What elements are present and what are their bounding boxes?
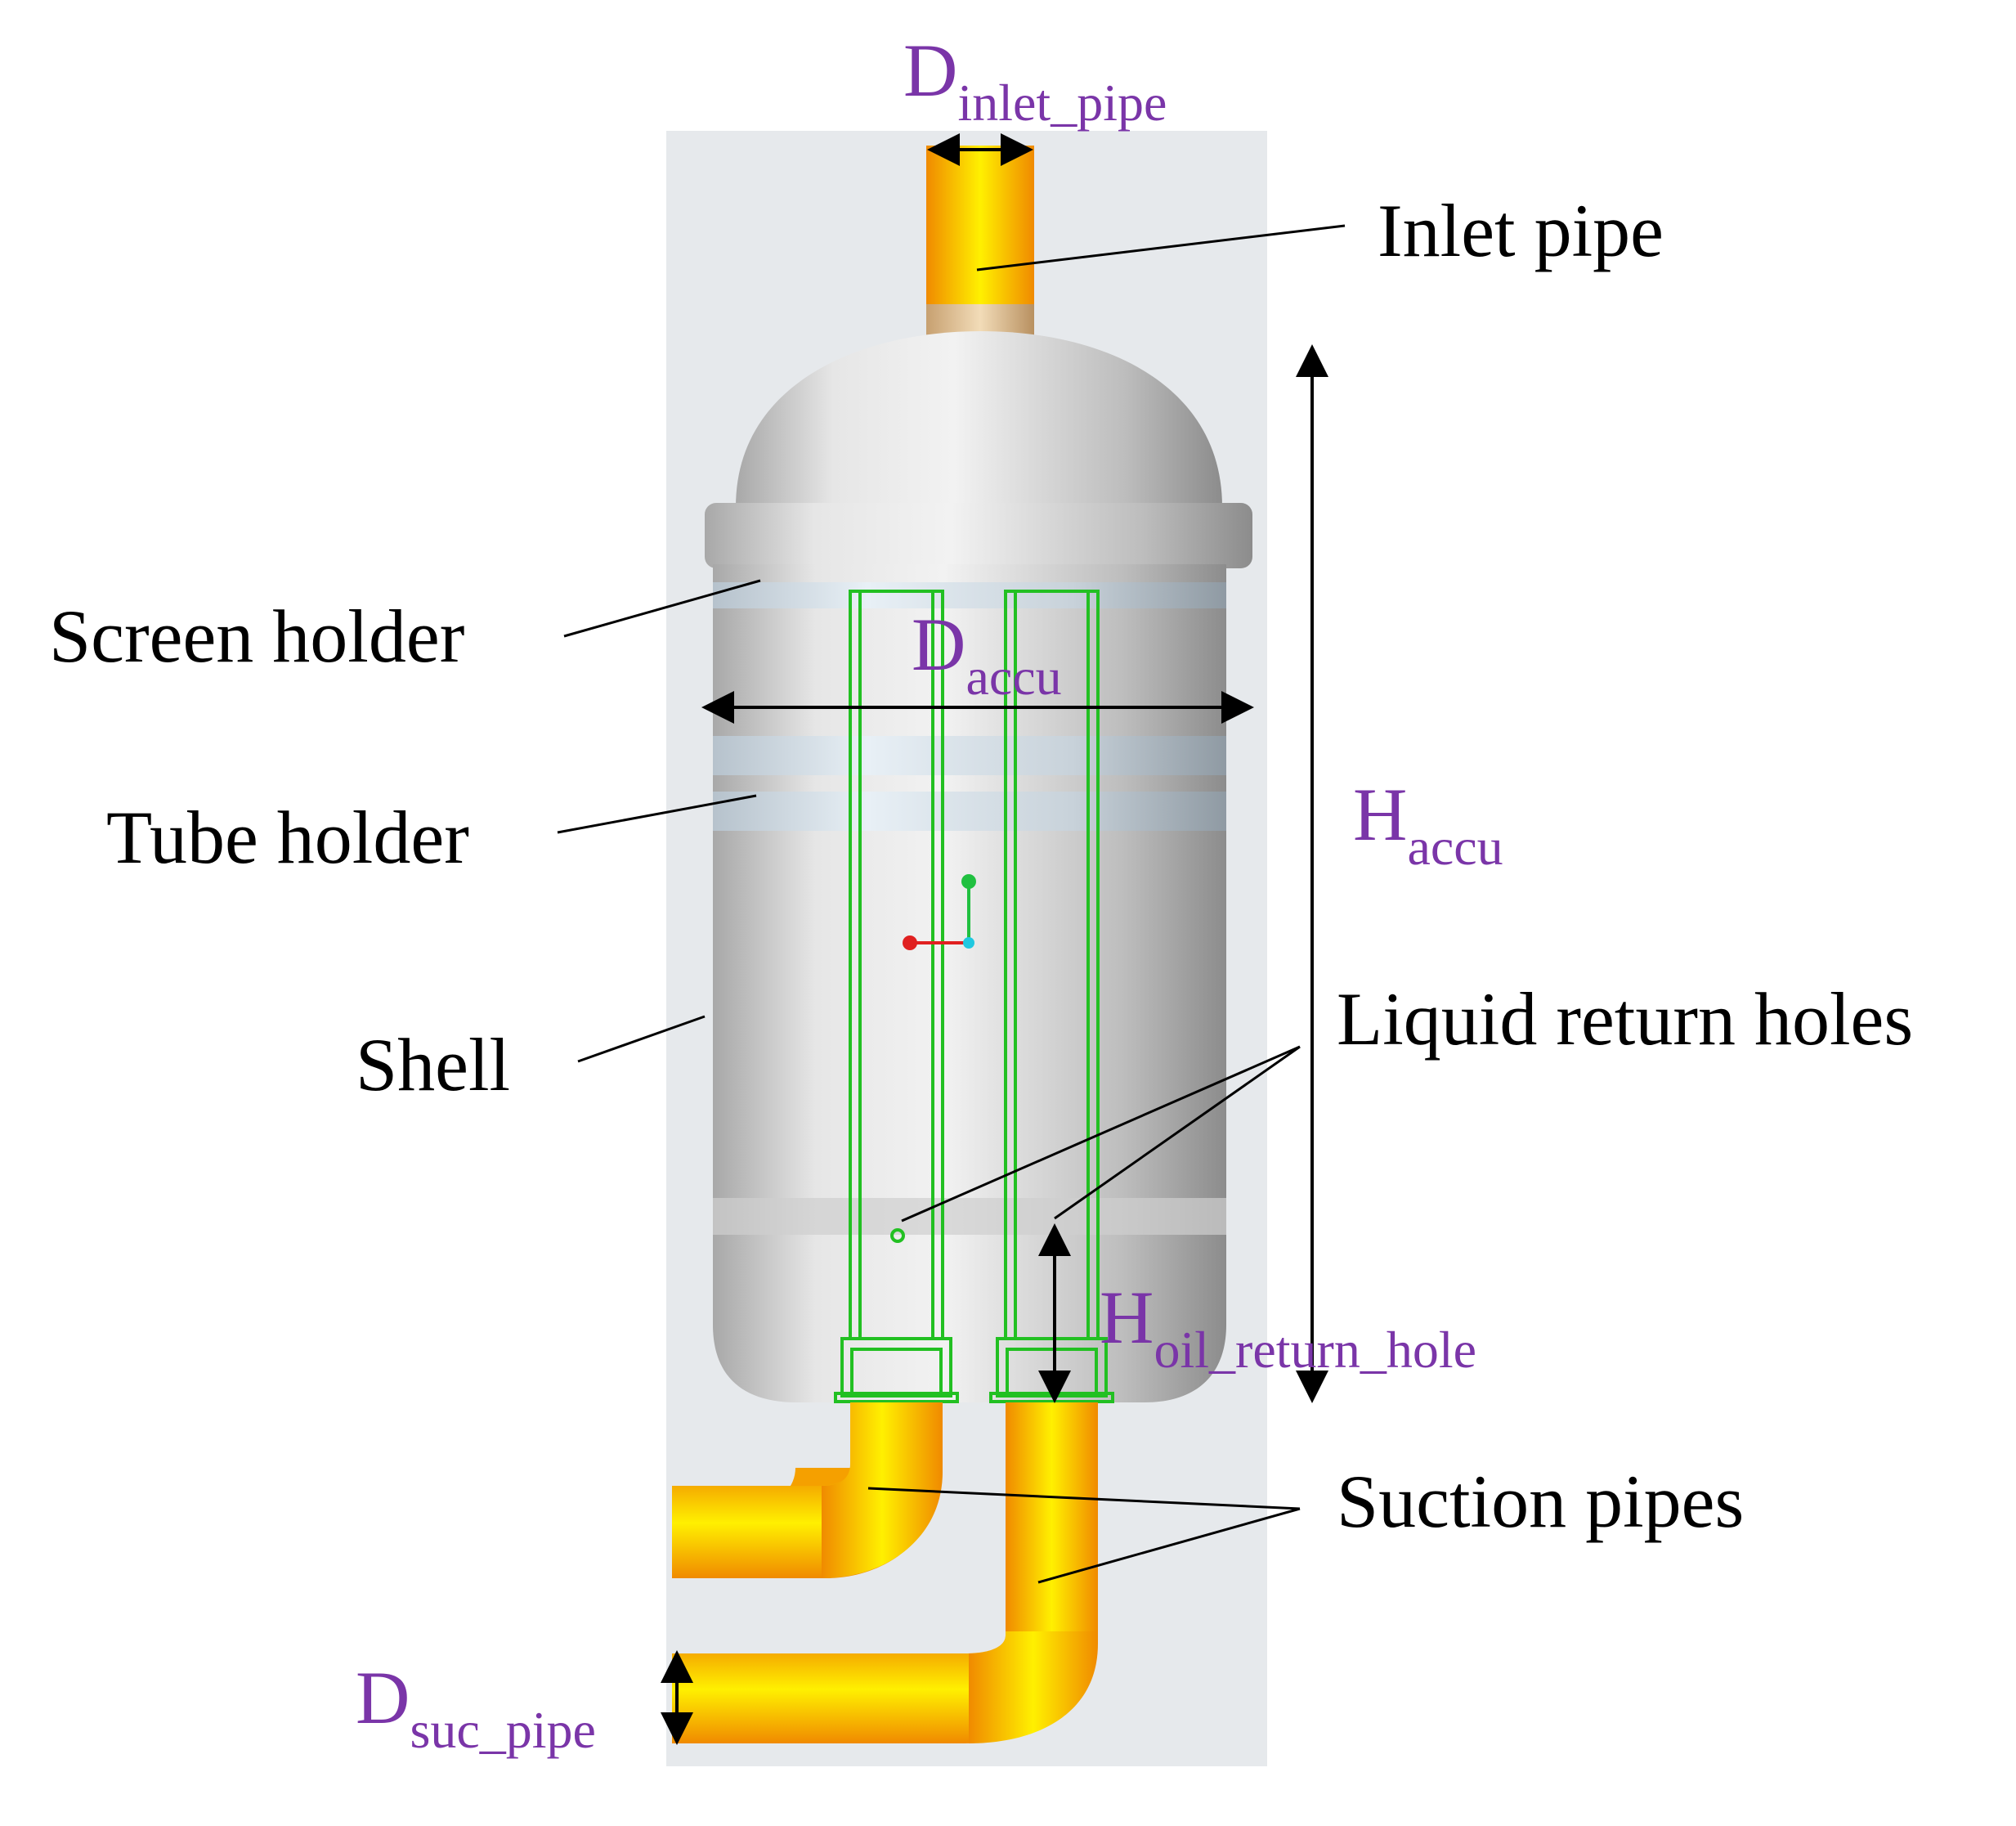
h-accu-label: Haccu (1353, 773, 1503, 876)
shell-label: Shell (356, 1023, 511, 1106)
h-oil-return-hole-label: Hoil_return_hole (1100, 1276, 1477, 1379)
tube-holder-label: Tube holder (106, 796, 469, 879)
dimension-arrows (661, 133, 1328, 1745)
d-inlet-pipe-label: Dinlet_pipe (903, 29, 1167, 132)
leader-lines (557, 224, 1346, 1584)
d-accu-label: Daccu (912, 603, 1062, 706)
suction-pipes (672, 1402, 1098, 1743)
shell-dome (736, 331, 1222, 507)
screen-holder-band (713, 582, 1226, 608)
shell-lower-seam (713, 1198, 1226, 1235)
inlet-pipe (926, 146, 1034, 319)
tube-holder-band-lower (713, 792, 1226, 831)
tube-holder-band-upper (713, 736, 1226, 775)
shell-top-rim (705, 503, 1252, 568)
screen-holder-label: Screen holder (49, 594, 465, 678)
liquid-return-holes-label: Liquid return holes (1337, 977, 1914, 1061)
suction-pipes-label: Suction pipes (1337, 1460, 1745, 1543)
coordinate-triad (903, 874, 976, 950)
internal-tubes (834, 590, 1114, 1403)
inlet-pipe-label: Inlet pipe (1378, 189, 1664, 272)
d-suc-pipe-label: Dsuc_pipe (356, 1656, 596, 1759)
